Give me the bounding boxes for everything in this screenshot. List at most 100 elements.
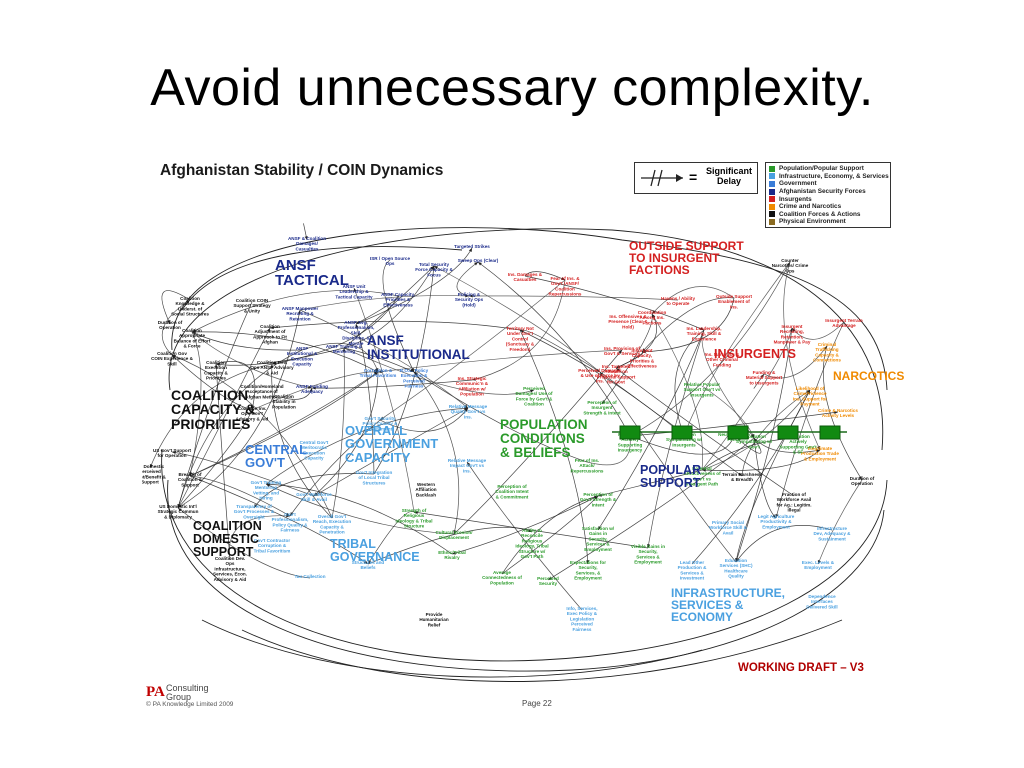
link-arrowhead [816, 449, 820, 453]
causal-link [189, 475, 291, 517]
section-label-ansf-tactical: ANSF TACTICAL [275, 257, 349, 290]
stock-box [819, 425, 841, 440]
causal-link [215, 360, 256, 411]
causal-links [149, 223, 888, 682]
link-arrowhead [472, 377, 476, 381]
causal-link [597, 329, 705, 531]
delay-icon [641, 169, 683, 187]
node-label-exec-level: Exec. Levels &Employment [802, 560, 835, 570]
link-arrowhead [600, 372, 604, 376]
link-arrowhead [586, 560, 590, 564]
causal-link [753, 437, 777, 519]
causal-link [413, 371, 423, 383]
link-arrowhead [647, 544, 651, 548]
link-arrowhead [598, 493, 602, 497]
legend-swatch [769, 203, 775, 210]
causal-link [149, 363, 273, 469]
link-arrowhead [270, 364, 274, 368]
link-arrowhead [214, 364, 218, 368]
link-arrowhead [652, 310, 656, 314]
link-arrowhead [792, 328, 796, 332]
node-label-policing-ops: Policing &Security Ops(Hold) [455, 292, 484, 307]
link-arrowhead [453, 530, 457, 534]
link-arrowhead [355, 324, 359, 328]
causal-link [733, 435, 762, 454]
link-arrowhead [474, 262, 478, 266]
link-arrowhead [312, 386, 316, 390]
legend-label: Afghanistan Security Forces [779, 188, 866, 196]
causal-link [783, 261, 821, 451]
link-arrowhead [272, 361, 276, 365]
node-label-ansf-capacity: ANSF Capacity,Priorities &Effectiveness [381, 292, 415, 307]
causal-link [177, 507, 311, 579]
legend-item: Coalition Forces & Actions [769, 211, 887, 219]
link-arrowhead [464, 404, 468, 408]
legend-item: Infrastructure, Economy, & Services [769, 173, 889, 181]
causal-link [177, 309, 301, 509]
link-arrowhead [356, 320, 360, 324]
causal-link [601, 313, 653, 405]
causal-link [265, 483, 455, 535]
causal-link [191, 290, 399, 333]
section-label-tribal: TRIBAL GOVERNANCE [330, 537, 420, 564]
causal-link [629, 411, 839, 437]
legend-item: Afghanistan Security Forces [769, 188, 887, 196]
link-arrowhead [700, 327, 704, 331]
node-label-ansf-training: ANSF Training &Mentoring [326, 344, 363, 354]
causal-link [355, 323, 375, 475]
node-label-corruption: Corruption &Tribal Favoritism [360, 368, 397, 378]
legend-item: Crime and Narcotics [769, 203, 887, 211]
link-arrowhead [375, 368, 379, 372]
delay-legend: = Significant Delay [634, 162, 758, 194]
section-label-central-govt: CENTRAL GOV'T [245, 442, 308, 471]
legend-label: Crime and Narcotics [779, 203, 842, 211]
causal-link [343, 265, 435, 349]
causal-link [161, 290, 191, 325]
link-arrowhead [468, 248, 472, 252]
section-label-overall-govt: OVERALL GOVERNMENT CAPACITY [345, 423, 439, 465]
causal-link [519, 329, 601, 373]
legend-swatch [769, 211, 775, 218]
causal-link [181, 246, 463, 311]
causal-link [191, 331, 379, 373]
working-draft-label: WORKING DRAFT – V3 [738, 662, 864, 674]
node-label-ins-offensives: Ins. Offensives &Presence (Clear &Hold) [608, 314, 648, 329]
causal-link [741, 389, 811, 477]
link-arrowhead [216, 363, 220, 367]
node-label-targeted-strikes: Targeted Strikes [454, 244, 490, 249]
section-label-narcotics: NARCOTICS [833, 369, 905, 383]
section-label-popular-support: POPULAR SUPPORT [640, 463, 702, 490]
node-label-ins-leadership: Ins. Leadership,Training, Skill &Experie… [687, 326, 722, 341]
slide-title: Avoid unnecessary complexity. [150, 59, 874, 117]
causal-link [586, 435, 631, 466]
